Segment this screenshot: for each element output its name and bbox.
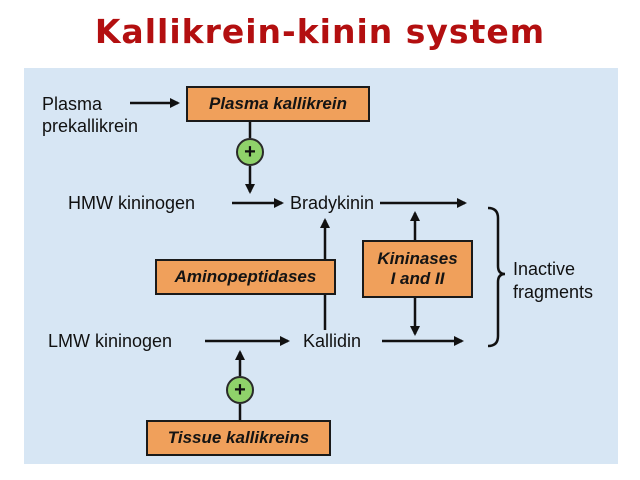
box-kininases: Kininases I and II [362, 240, 473, 298]
plus-icon-tissue: + [226, 376, 254, 404]
label-bradykinin: Bradykinin [290, 193, 375, 213]
label-hmw-kininogen: HMW kininogen [68, 193, 196, 213]
label-inactive-fragments: Inactive fragments [513, 259, 594, 302]
plus-icon-plasma: + [236, 138, 264, 166]
bracket-inactive [487, 206, 506, 348]
box-aminopeptidases: Aminopeptidases [155, 259, 336, 295]
box-tissue-kallikreins: Tissue kallikreins [146, 420, 331, 456]
label-plasma-prekallikrein: Plasma prekallikrein [42, 94, 139, 136]
label-lmw-kininogen: LMW kininogen [48, 331, 173, 351]
label-kallidin: Kallidin [303, 331, 362, 351]
box-plasma-kallikrein: Plasma kallikrein [186, 86, 370, 122]
slide-title: Kallikrein-kinin system [94, 12, 546, 51]
